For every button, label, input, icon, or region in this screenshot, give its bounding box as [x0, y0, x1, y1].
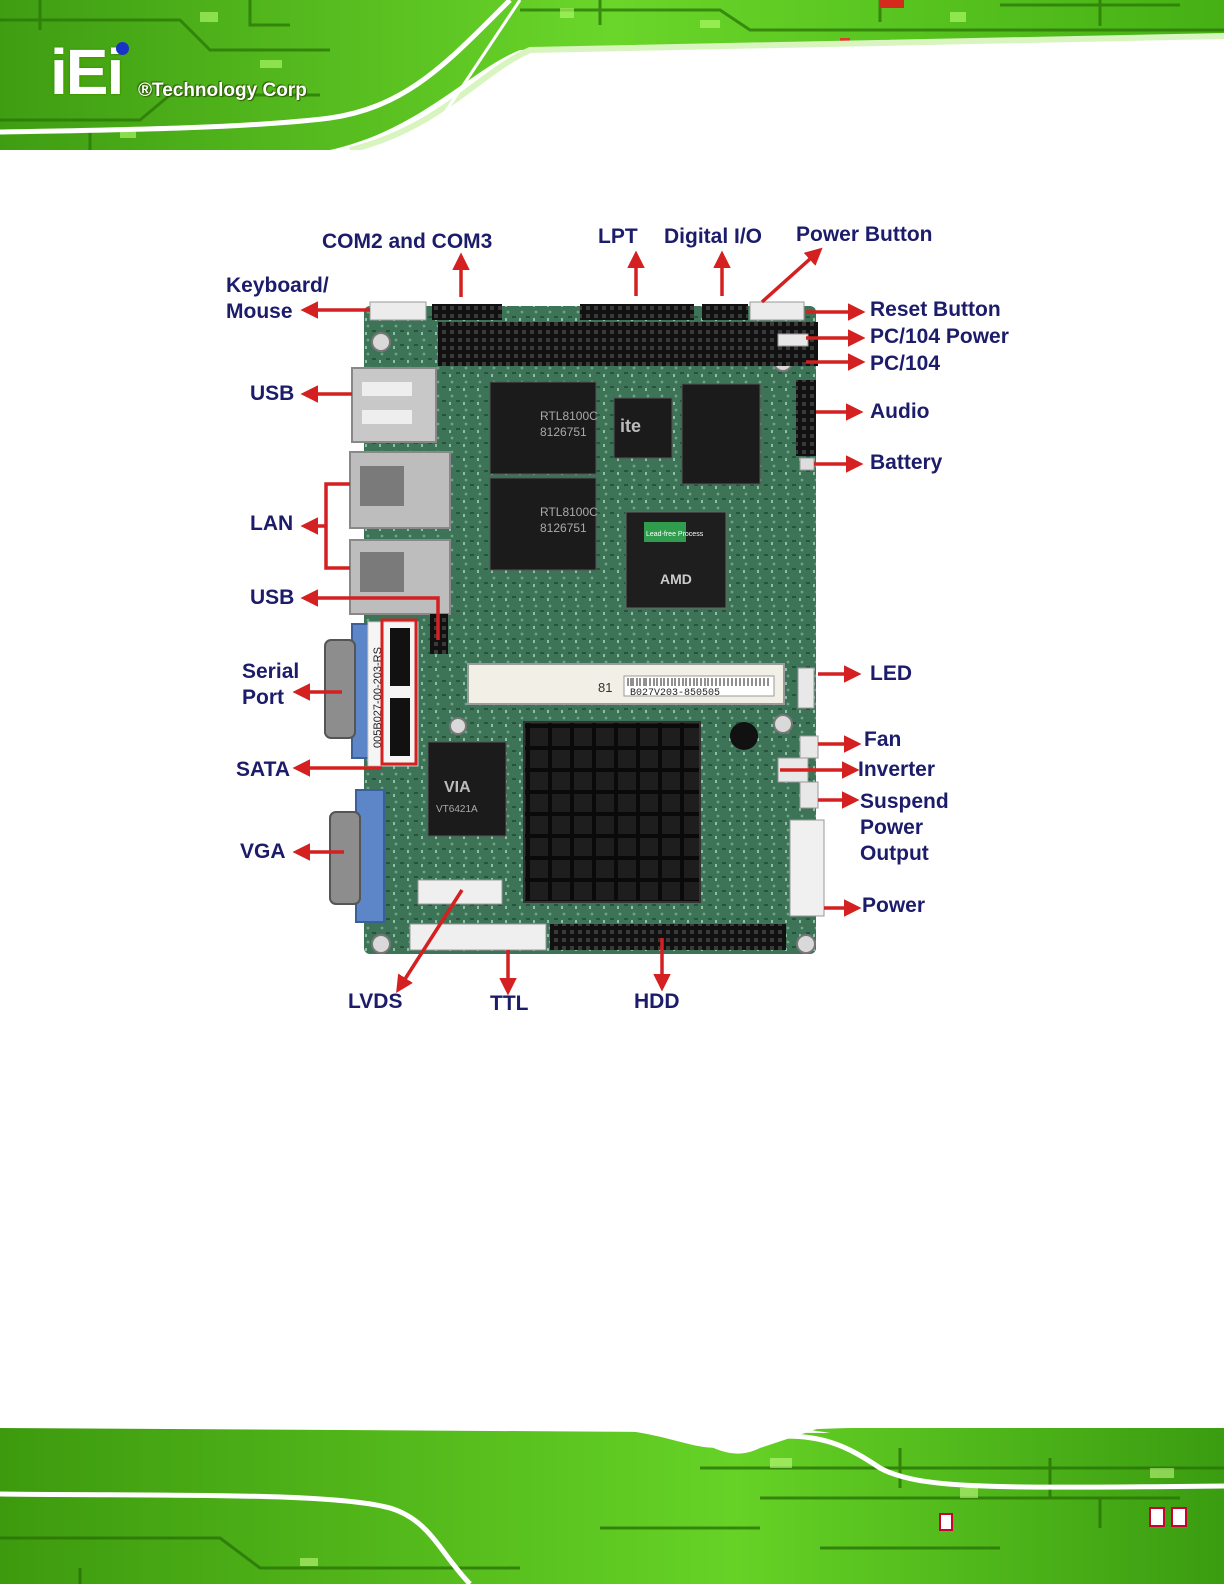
barcode-text: B027V203-850505	[630, 688, 720, 699]
hdd-connector	[550, 924, 786, 950]
circuit-banner-bottom	[0, 1428, 1224, 1584]
label-hdd: HDD	[634, 990, 680, 1013]
cpu-brand-label: AMD	[660, 571, 692, 587]
suspend-power-connector	[799, 781, 819, 809]
label-pc104-power: PC/104 Power	[870, 325, 1009, 348]
superio-chip	[613, 397, 673, 459]
power-button-connector	[749, 301, 805, 321]
lan-chip-1	[489, 381, 597, 475]
callout-arrows	[292, 247, 866, 996]
lan-chip-2-label: RTL8100C	[540, 505, 598, 519]
heatsink	[523, 721, 701, 903]
circuit-banner-top	[0, 0, 1224, 150]
label-suspend-line3: Output	[860, 842, 929, 865]
callout-labels: COM2 and COM3 LPT Digital I/O Power Butt…	[226, 223, 1009, 1015]
label-digital-io: Digital I/O	[664, 225, 762, 248]
label-power: Power	[862, 894, 925, 917]
label-ttl: TTL	[490, 992, 529, 1015]
label-lvds: LVDS	[348, 990, 402, 1013]
audio-header	[796, 380, 816, 456]
cpu-sticker	[644, 522, 686, 542]
lan-chip-2	[489, 477, 597, 571]
label-pc104: PC/104	[870, 352, 940, 375]
label-usb-top: USB	[250, 382, 294, 405]
pc104-power-connector	[777, 333, 809, 347]
slot-number: 81	[598, 680, 612, 695]
label-com2-com3: COM2 and COM3	[322, 230, 492, 253]
label-led: LED	[870, 662, 912, 685]
sata-highlight	[380, 618, 418, 766]
com-header	[432, 304, 502, 320]
superio-chip-label: ite	[620, 416, 641, 436]
label-keyboard-mouse-line1: Keyboard/	[226, 274, 329, 297]
label-vga: VGA	[240, 840, 286, 863]
lan-chip-1-code: 8126751	[540, 425, 587, 439]
label-fan: Fan	[864, 728, 901, 751]
bottom-banner	[0, 1428, 1224, 1584]
buzzer	[730, 722, 758, 750]
sata-connector-2	[390, 698, 410, 756]
pc104-connector	[438, 322, 818, 366]
cpu-sticker-text: Lead-free Process	[646, 531, 704, 538]
via-part-number: VT6421A	[436, 804, 478, 815]
label-suspend-line2: Power	[860, 816, 923, 839]
power-connector	[789, 819, 825, 917]
usb-port-top	[351, 367, 437, 443]
sata-connector-1	[390, 628, 410, 686]
label-serial-port-line1: Serial	[242, 660, 299, 683]
audio-chip	[681, 383, 761, 485]
label-audio: Audio	[870, 400, 929, 423]
battery-connector	[799, 457, 815, 471]
label-lpt: LPT	[598, 225, 638, 248]
top-banner: iEi ®Technology Corp	[0, 0, 1224, 150]
led-connector	[797, 667, 815, 709]
label-inverter: Inverter	[858, 758, 935, 781]
sata-controller-chip	[427, 741, 507, 837]
via-logo: VIA	[444, 779, 471, 796]
logo-mark: iEi	[50, 36, 124, 108]
lpt-header	[580, 304, 694, 320]
lan-chip-2-code: 8126751	[540, 521, 587, 535]
label-sata: SATA	[236, 758, 290, 781]
barcode	[627, 678, 769, 686]
label-usb-mid: USB	[250, 586, 294, 609]
label-keyboard-mouse-line2: Mouse	[226, 300, 293, 323]
fan-connector	[799, 735, 819, 759]
ttl-connector	[409, 923, 547, 951]
label-serial-port-line2: Port	[242, 686, 284, 709]
label-power-button: Power Button	[796, 223, 933, 246]
label-reset-button: Reset Button	[870, 298, 1001, 321]
label-battery: Battery	[870, 451, 943, 474]
logo-dot-icon	[116, 42, 129, 55]
dio-header	[702, 304, 748, 320]
company-name: ®Technology Corp	[138, 80, 307, 101]
lan-chip-1-label: RTL8100C	[540, 409, 598, 423]
label-suspend-line1: Suspend	[860, 790, 949, 813]
motherboard: 005B027-00-203-RS RTL8100C 8126751 RTL81…	[324, 301, 825, 954]
label-lan: LAN	[250, 512, 293, 535]
keyboard-mouse-connector	[369, 301, 427, 321]
